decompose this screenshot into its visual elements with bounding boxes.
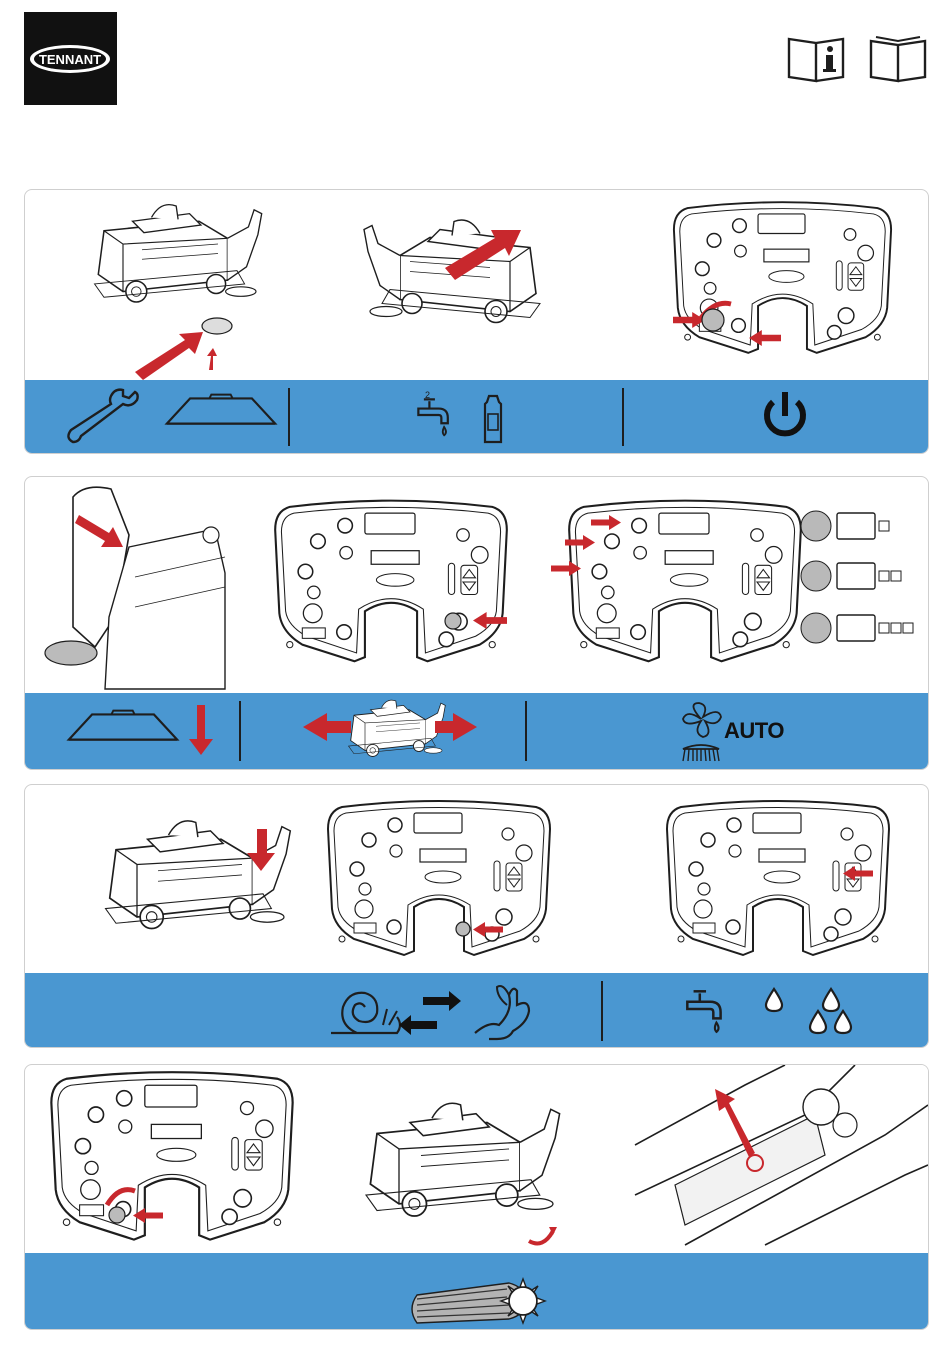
adjust-flow-illustration [667, 801, 889, 955]
snail-icon [331, 993, 400, 1033]
panel-1-illustrations [25, 190, 928, 380]
logo-text: TENNANT [39, 52, 101, 67]
svg-text:2: 2 [425, 390, 430, 400]
speed-switch-arrows-icon [399, 991, 461, 1035]
panel-2-illustrations [25, 477, 928, 693]
brand-logo: TENNANT [24, 12, 117, 105]
pressure-level-3-indicator [801, 613, 913, 643]
fan-brush-icon [683, 703, 721, 761]
auto-mode-label: AUTO [724, 718, 784, 744]
step-panel-4 [24, 1064, 929, 1330]
faucet-icon [418, 399, 447, 435]
lower-head-illustration [45, 487, 225, 689]
cylindrical-brush-icon [412, 1279, 545, 1323]
press-speed-illustration [328, 801, 550, 955]
press-button-illustration [275, 501, 507, 662]
header-manual-icons [786, 33, 930, 83]
detergent-bottle-icon [485, 396, 501, 442]
turn-key-on-illustration [673, 202, 891, 353]
drop-icon [766, 989, 782, 1011]
pad-down-icon [69, 705, 213, 755]
step-panel-2: AUTO [24, 476, 929, 770]
step-panel-3 [24, 784, 929, 1048]
rabbit-icon [475, 986, 529, 1039]
panel-2-band: AUTO [25, 693, 928, 769]
empty-tank-illustration [635, 1065, 928, 1245]
select-pressure-illustration [551, 501, 913, 662]
panel-1-band: 2 [25, 380, 928, 453]
panel-4-illustrations [25, 1065, 928, 1253]
pad-driver-icon [167, 395, 275, 424]
pressure-level-2-indicator [801, 561, 901, 591]
fill-tanks-illustration [364, 220, 540, 323]
side-to-side-icon [303, 700, 477, 756]
pressure-level-1-indicator [801, 511, 889, 541]
drops-icon [810, 989, 851, 1033]
press-pedal-illustration [106, 821, 291, 929]
raise-squeegee-illustration [366, 1103, 560, 1243]
panel-3-band [25, 973, 928, 1047]
panel-3-illustrations [25, 785, 928, 971]
turn-key-off-illustration [51, 1072, 292, 1239]
power-icon [767, 392, 803, 433]
wrench-icon [68, 390, 137, 442]
panel-4-band [25, 1253, 928, 1329]
faucet-icon [687, 991, 720, 1032]
open-book-icon [871, 37, 925, 81]
info-manual-icon [789, 39, 843, 81]
step-panel-1: 2 [24, 189, 929, 454]
install-pad-illustration [95, 205, 262, 380]
